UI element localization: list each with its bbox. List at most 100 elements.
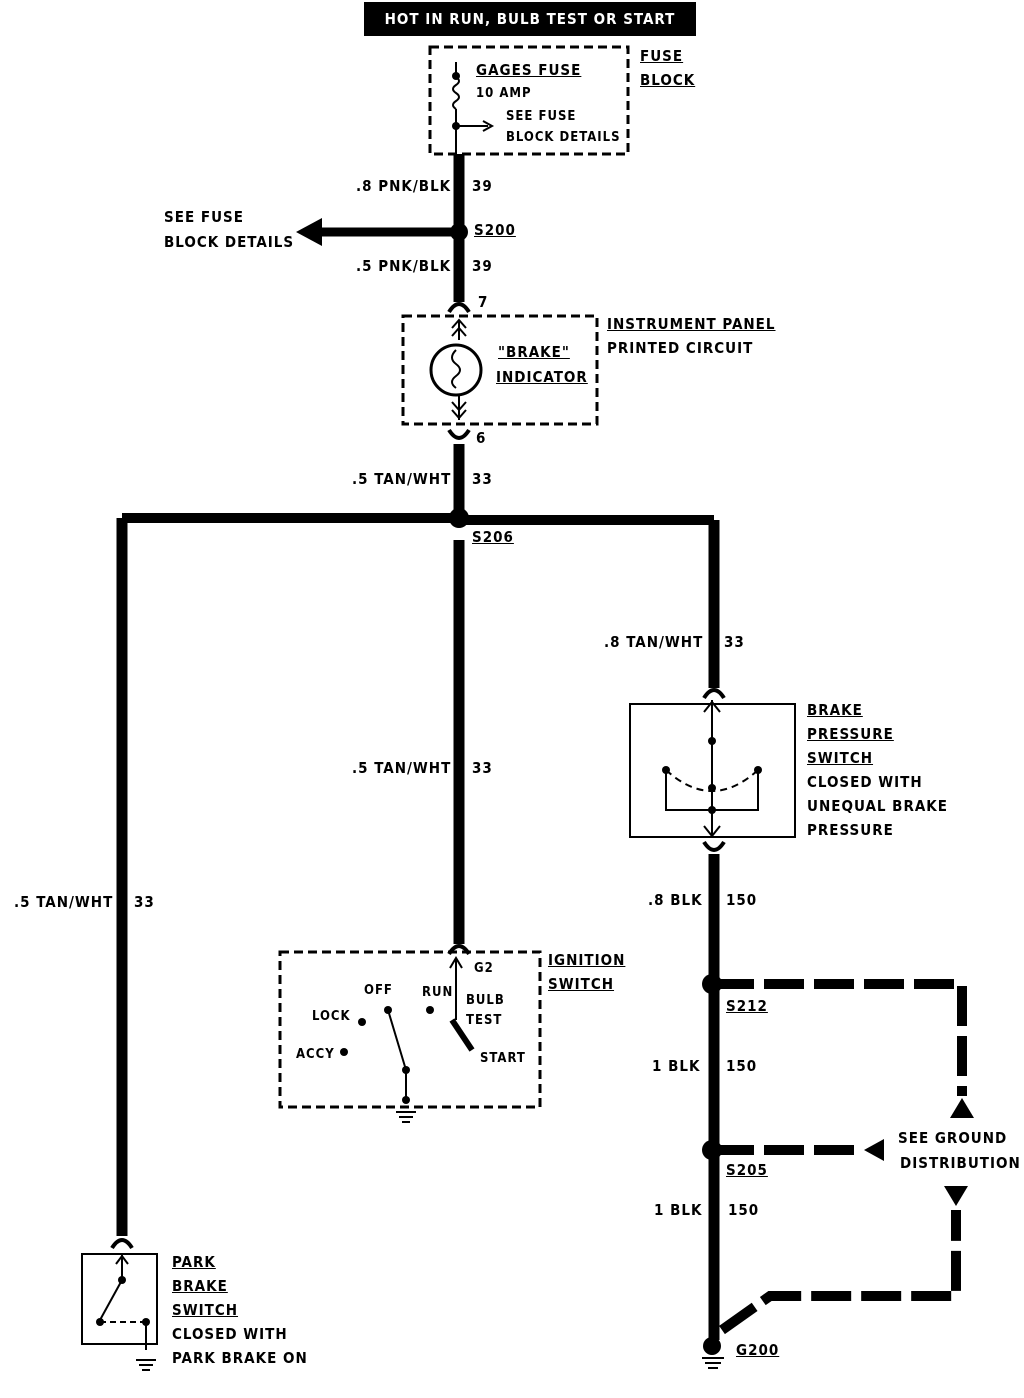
fuse-dot-top <box>452 72 460 80</box>
wire-circuit-fuse-s200: 39 <box>472 177 493 195</box>
splice-s212 <box>702 974 722 994</box>
brake-indicator-label-1: "BRAKE" <box>498 343 570 361</box>
ground-distribution-1: SEE GROUND <box>898 1129 1008 1147</box>
wire-circuit-s212-s205: 150 <box>726 1057 758 1075</box>
wire-gauge-brake-s212: .8 BLK <box>648 891 703 909</box>
gnd-arrow-down <box>944 1186 968 1206</box>
wire-gauge-s206-park: .5 TAN/WHT <box>14 893 114 911</box>
ign-dot-off <box>384 1006 392 1014</box>
wire-gauge-s205-g200: 1 BLK <box>654 1201 703 1219</box>
splice-s206 <box>449 508 469 528</box>
ignition-switch-label-1: IGNITION <box>548 951 626 969</box>
wire-circuit-s206-ign: 33 <box>472 759 493 777</box>
pc-chevron-bottom-2 <box>451 409 467 420</box>
park-brake-switch-box <box>81 1253 158 1345</box>
fuse-see-details-2: BLOCK DETAILS <box>506 130 621 145</box>
pbs-dot-left <box>96 1318 104 1326</box>
splice-s205 <box>702 1140 722 1160</box>
instrument-panel-label-2: PRINTED CIRCUIT <box>607 339 754 357</box>
splice-label-s200: S200 <box>474 221 516 239</box>
fuse-tap-arrow <box>482 120 495 132</box>
brake-indicator-label-2: INDICATOR <box>496 368 588 386</box>
bps-label-2: PRESSURE <box>807 725 894 743</box>
ignition-pos-bulb: BULB <box>466 993 505 1008</box>
ground-symbol-ign <box>396 1111 416 1123</box>
ground-symbol-park <box>136 1359 156 1371</box>
ign-dot-ground <box>402 1096 410 1104</box>
fuse-block-box <box>428 45 630 156</box>
see-fuse-left-2: BLOCK DETAILS <box>164 233 295 251</box>
wire-s212-gnd-dashed <box>714 979 967 1096</box>
wire-gauge-s212-s205: 1 BLK <box>652 1057 701 1075</box>
ignition-pos-accy: ACCY <box>296 1047 335 1062</box>
bps-dot-bottom <box>708 806 716 814</box>
ign-dot-run <box>426 1006 434 1014</box>
ground-label-g200: G200 <box>736 1341 780 1359</box>
wire-circuit-ip-s206: 33 <box>472 470 493 488</box>
pbs-dot-right <box>142 1318 150 1326</box>
ignition-terminal-g2: G2 <box>474 961 494 976</box>
gages-fuse-label: GAGES FUSE <box>476 61 582 79</box>
ign-dot-accy <box>340 1048 348 1056</box>
ignition-switch-box <box>278 950 542 1109</box>
ground-symbol-g200 <box>702 1357 724 1369</box>
brake-indicator-bulb <box>429 343 483 397</box>
connector-7-cup <box>447 302 471 314</box>
bps-label-3: SWITCH <box>807 749 874 767</box>
pin-6: 6 <box>476 429 487 447</box>
splice-label-s205: S205 <box>726 1161 768 1179</box>
gnd-arrow-up <box>950 1098 974 1118</box>
splice-label-s206: S206 <box>472 528 514 546</box>
bps-dot-mid <box>708 784 716 792</box>
wire-gauge-s206-ign: .5 TAN/WHT <box>352 759 452 777</box>
ignition-pos-start: START <box>480 1051 526 1066</box>
ignition-pos-off: OFF <box>364 983 393 998</box>
park-brake-desc-1: CLOSED WITH <box>172 1325 288 1343</box>
wire-gauge-s206-brake: .8 TAN/WHT <box>604 633 704 651</box>
circuit-header: HOT IN RUN, BULB TEST OR START <box>364 2 696 36</box>
wire-gauge-s200-ip: .5 PNK/BLK <box>356 257 452 275</box>
pbs-arrow <box>115 1254 129 1265</box>
fuse-dot-tap <box>452 122 460 130</box>
wire-circuit-s206-park: 33 <box>134 893 155 911</box>
bps-dot-right <box>754 766 762 774</box>
bps-dot-left <box>662 766 670 774</box>
ignition-pos-run: RUN <box>422 985 454 1000</box>
park-brake-label-1: PARK <box>172 1253 216 1271</box>
pc-chevron-bottom-1 <box>451 401 467 412</box>
bps-dot-top <box>708 737 716 745</box>
park-brake-label-3: SWITCH <box>172 1301 239 1319</box>
wire-circuit-brake-s212: 150 <box>726 891 758 909</box>
wire-gauge-ip-s206: .5 TAN/WHT <box>352 470 452 488</box>
connector-6-cup <box>447 428 471 440</box>
instrument-panel-box <box>401 314 599 426</box>
wire-circuit-s200-ip: 39 <box>472 257 493 275</box>
bps-label-1: BRAKE <box>807 701 863 719</box>
ign-g2-arrow <box>449 956 463 969</box>
see-fuse-arrow-head <box>296 218 322 246</box>
fuse-block-label-1: FUSE <box>640 47 684 65</box>
bps-desc-3: PRESSURE <box>807 821 894 839</box>
pbs-dot-top <box>118 1276 126 1284</box>
fuse-element <box>452 76 460 110</box>
park-brake-desc-2: PARK BRAKE ON <box>172 1349 308 1367</box>
bps-arrow-bottom <box>703 825 721 838</box>
ignition-pos-test: TEST <box>466 1013 503 1028</box>
pbs-blade <box>99 1279 123 1321</box>
ignition-switch-label-2: SWITCH <box>548 975 615 993</box>
fuse-see-details-1: SEE FUSE <box>506 109 577 124</box>
bps-desc-1: CLOSED WITH <box>807 773 923 791</box>
pin-7: 7 <box>478 293 489 311</box>
g200-ground-point <box>703 1337 721 1355</box>
gnd-arrow-left <box>864 1139 884 1161</box>
splice-s200 <box>450 223 468 241</box>
ignition-pos-lock: LOCK <box>312 1009 351 1024</box>
ign-dot-lock <box>358 1018 366 1026</box>
bulb-filament <box>451 349 461 389</box>
see-fuse-left-1: SEE FUSE <box>164 208 244 226</box>
fuse-rating: 10 AMP <box>476 86 532 101</box>
ground-distribution-2: DISTRIBUTION <box>900 1154 1021 1172</box>
connector-park-cup <box>110 1238 134 1250</box>
connector-brake-top-cup <box>702 688 726 700</box>
